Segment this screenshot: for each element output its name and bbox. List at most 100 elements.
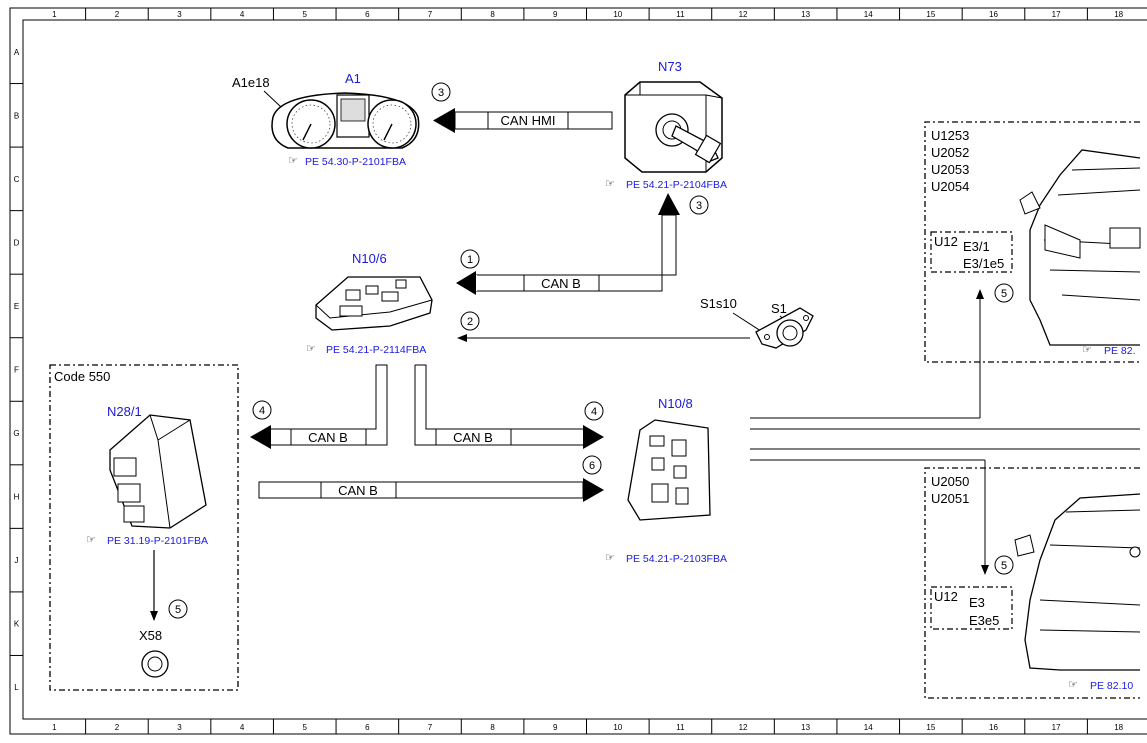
reference-icon: ☞ [306, 343, 316, 355]
grid-row-label: F [14, 366, 19, 375]
code-u2052: U2052 [931, 145, 969, 160]
can-b-label-left: CAN B [308, 430, 348, 445]
grid-column-bottom: 17 [1052, 723, 1061, 732]
grid-column-top: 7 [428, 10, 433, 19]
switch-s1: S1s10 S1 [700, 296, 814, 349]
grid-row-label: D [14, 238, 20, 247]
signal-line-s1: 2 [457, 311, 750, 342]
rear-light-box-top: U1253 U2052 U2053 U2054 U12 E3/1 E3/1e5 … [924, 121, 1141, 363]
grid-column-top: 14 [864, 10, 873, 19]
grid-column-top: 10 [613, 10, 622, 19]
code-550-box: Code 550 N28/1 ☞ PE 31.19-P-2101FBA 5 X5… [49, 364, 239, 691]
marker-6: 6 [589, 460, 595, 472]
n73-label: N73 [658, 59, 682, 74]
n28-1-reference: PE 31.19-P-2101FBA [107, 535, 208, 547]
grid-column-bottom: 5 [303, 723, 308, 732]
n10-8-output-lines: 5 5 [750, 283, 1140, 575]
e3-1e5-label: E3/1e5 [963, 256, 1004, 271]
grid-column-top: 17 [1052, 10, 1061, 19]
grid-column-bottom: 14 [864, 723, 873, 732]
marker-4-left: 4 [259, 405, 265, 417]
grid-column-top: 16 [989, 10, 998, 19]
can-b-bus-right: CAN B 4 [414, 364, 604, 449]
marker-5-x58: 5 [175, 604, 181, 616]
grid-column-top: 2 [115, 10, 120, 19]
grid-row-label: H [14, 493, 20, 502]
s1s10-label: S1s10 [700, 296, 737, 311]
grid-column-top: 12 [739, 10, 748, 19]
grid-column-top: 18 [1114, 10, 1123, 19]
x58-label: X58 [139, 628, 162, 643]
grid-column-bottom: 15 [926, 723, 935, 732]
code-550-label: Code 550 [54, 369, 110, 384]
marker-3-top: 3 [438, 87, 444, 99]
reference-icon: ☞ [1068, 679, 1078, 691]
a1e18-label: A1e18 [232, 75, 270, 90]
grid-column-bottom: 10 [613, 723, 622, 732]
n10-8-label: N10/8 [658, 396, 693, 411]
grid-row-label: K [14, 620, 20, 629]
e3-label: E3 [969, 595, 985, 610]
grid-column-top: 6 [365, 10, 370, 19]
grid-column-bottom: 3 [177, 723, 182, 732]
grid-row-label: C [14, 175, 20, 184]
grid-column-bottom: 16 [989, 723, 998, 732]
grid-column-bottom: 8 [490, 723, 495, 732]
grid-column-top: 15 [926, 10, 935, 19]
reference-icon: ☞ [86, 534, 96, 546]
grid-column-bottom: 2 [115, 723, 120, 732]
grid-column-top: 8 [490, 10, 495, 19]
a1-reference: PE 54.30-P-2101FBA [305, 156, 406, 168]
module-n10-6: N10/6 ☞ PE 54.21-P-2114FBA [306, 251, 433, 356]
e3-1-label: E3/1 [963, 239, 990, 254]
grid-row-label: G [13, 429, 19, 438]
u12-top-label: U12 [934, 234, 958, 249]
grid-column-top: 1 [52, 10, 57, 19]
can-b-label-1: CAN B [541, 276, 581, 291]
marker-5-bottom: 5 [1001, 560, 1007, 572]
reference-icon: ☞ [1082, 344, 1092, 356]
can-b-bus-n73: CAN B 1 [456, 193, 680, 295]
grid-column-top: 13 [801, 10, 810, 19]
can-b-label-bottom: CAN B [338, 483, 378, 498]
rear-top-reference: PE 82. [1104, 345, 1136, 357]
grid-row-label: E [14, 302, 19, 311]
reference-icon: ☞ [605, 552, 615, 564]
grid-column-top: 3 [177, 10, 182, 19]
code-u2050: U2050 [931, 474, 969, 489]
a1-label: A1 [345, 71, 361, 86]
grid-row-label: J [15, 556, 19, 565]
code-u2054: U2054 [931, 179, 969, 194]
n10-6-reference: PE 54.21-P-2114FBA [326, 344, 426, 356]
can-b-bus-bottom: CAN B 6 [258, 455, 604, 502]
marker-4-right: 4 [591, 406, 597, 418]
n10-6-label: N10/6 [352, 251, 387, 266]
marker-5-top: 5 [1001, 288, 1007, 300]
n10-8-reference: PE 54.21-P-2103FBA [626, 553, 727, 565]
code-u2051: U2051 [931, 491, 969, 506]
ignition-switch-n73: N73 ☞ PE 54.21-P-2104FBA 3 [605, 59, 727, 215]
e3e5-label: E3e5 [969, 613, 999, 628]
grid-row-label: A [14, 48, 20, 57]
grid-column-top: 9 [553, 10, 558, 19]
grid-row-label: L [14, 683, 19, 692]
can-hmi-bus: CAN HMI 3 [431, 82, 613, 133]
grid-column-bottom: 9 [553, 723, 558, 732]
n73-reference: PE 54.21-P-2104FBA [626, 179, 727, 191]
grid-column-bottom: 7 [428, 723, 433, 732]
can-hmi-label: CAN HMI [501, 113, 556, 128]
n28-1-label: N28/1 [107, 404, 142, 419]
grid-column-bottom: 12 [739, 723, 748, 732]
module-n10-8: N10/8 ☞ PE 54.21-P-2103FBA [605, 396, 727, 565]
rear-light-box-bottom: U2050 U2051 U12 E3 E3e5 ☞ PE 82.10 [924, 467, 1141, 699]
grid-column-bottom: 6 [365, 723, 370, 732]
marker-1: 1 [467, 254, 473, 266]
grid-labels: 1122334455667788991010111112121313141415… [10, 8, 1124, 734]
grid-column-top: 5 [303, 10, 308, 19]
grid-row-label: B [14, 111, 19, 120]
grid-column-bottom: 11 [676, 723, 685, 732]
reference-icon: ☞ [605, 178, 615, 190]
instrument-cluster-a1: A1 A1e18 ☞ PE 54.30-P-2101FBA [232, 71, 420, 168]
marker-3-bottom: 3 [696, 200, 702, 212]
